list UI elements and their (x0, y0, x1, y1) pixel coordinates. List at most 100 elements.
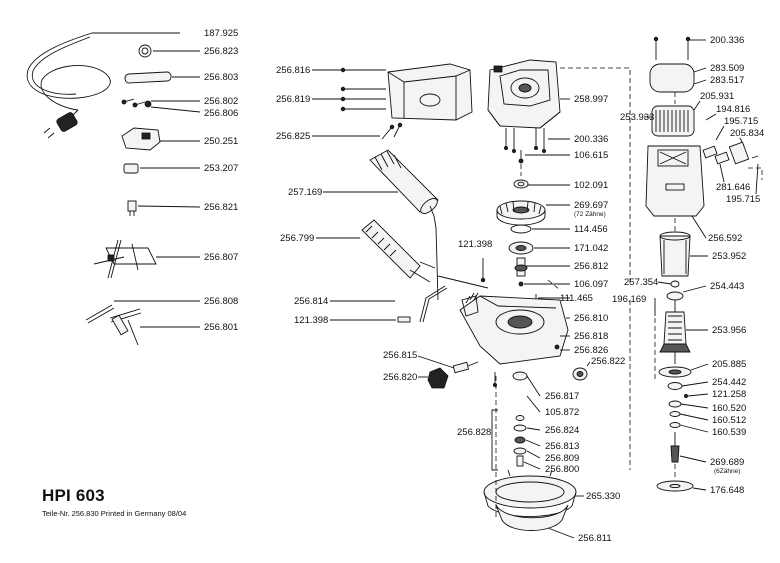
label-114-456: 114.456 (574, 224, 608, 235)
label-160-512: 160.512 (712, 415, 746, 426)
label-106-615: 106.615 (574, 150, 608, 161)
gear-housing (487, 59, 561, 129)
screws-pair (121, 98, 152, 108)
label-256-814: 256.814 (294, 296, 328, 307)
sleeve-part (124, 71, 172, 84)
bearing-257-354 (670, 280, 680, 288)
label-256-813: 256.813 (545, 441, 579, 452)
motor-cap-283-509 (649, 63, 695, 93)
wrench-set (93, 239, 157, 279)
label-200-336b: 200.336 (710, 35, 744, 46)
part-number-footer: Teile-Nr. 256.830 Printed in Germany 08/… (42, 509, 187, 518)
label-196-169: 196.169 (612, 294, 646, 305)
label-256-817: 256.817 (545, 391, 579, 402)
screw-256-826 (554, 344, 560, 350)
motor-housing-256-592 (645, 145, 705, 217)
bearing-254-443 (666, 291, 684, 301)
skirt-256-811 (495, 504, 569, 531)
ring-256-817 (512, 371, 528, 381)
label-253-933: 253.933 (620, 112, 654, 123)
label-200-336a: 200.336 (574, 134, 608, 145)
label-283-509: 283.509 (710, 63, 744, 74)
hood-265-330 (483, 469, 577, 517)
label-256-816: 256.816 (276, 65, 310, 76)
knob-256-820 (427, 367, 449, 389)
washer-160-539 (669, 422, 681, 428)
armature-253-956 (659, 300, 691, 364)
label-256-799: 256.799 (280, 233, 314, 244)
label-269-697: 269.697 (574, 200, 608, 211)
label-256-803: 256.803 (204, 72, 238, 83)
label-121-398a: 121.398 (294, 315, 328, 326)
label-105-872: 105.872 (545, 407, 579, 418)
label-160-539: 160.539 (712, 427, 746, 438)
label-176-648: 176.648 (710, 485, 744, 496)
label-106-097: 106.097 (574, 279, 608, 290)
label-171-042: 171.042 (574, 243, 608, 254)
ring-part (138, 44, 152, 58)
label-194-816: 194.816 (716, 104, 750, 115)
label-256-801: 256.801 (204, 322, 238, 333)
label-269-697-teeth: (72 Zähne) (574, 211, 606, 218)
label-102-091: 102.091 (574, 180, 608, 191)
label-256-807: 256.807 (204, 252, 238, 263)
label-111-465: 111.465 (560, 293, 593, 304)
knob-screw-256-815 (452, 361, 479, 374)
label-256-806: 256.806 (204, 108, 238, 119)
disc-176-648 (656, 480, 694, 492)
bearing-254-442 (667, 382, 683, 390)
housing-screws-200-336 (503, 128, 547, 153)
label-256-810: 256.810 (574, 313, 608, 324)
screw-121-258 (684, 393, 689, 398)
label-257-169: 257.169 (288, 187, 322, 198)
label-256-812: 256.812 (574, 261, 608, 272)
label-269-689-teeth: (6Zähne) (714, 468, 740, 475)
label-256-822: 256.822 (591, 356, 625, 367)
label-254-443: 254.443 (710, 281, 744, 292)
model-title: HPI 603 (42, 486, 105, 505)
label-269-689: 269.689 (710, 457, 744, 468)
capacitor-part (123, 163, 139, 174)
label-256-815: 256.815 (383, 350, 417, 361)
label-256-824: 256.824 (545, 425, 579, 436)
side-handle-body (387, 63, 473, 121)
spindle-256-812 (514, 257, 528, 277)
key-tool (109, 308, 142, 346)
label-121-258: 121.258 (712, 389, 746, 400)
handle-screws (340, 67, 386, 112)
label-205-931: 205.931 (700, 91, 734, 102)
label-256-800: 256.800 (545, 464, 579, 475)
label-121-398b: 121.398 (458, 239, 492, 250)
label-256-825: 256.825 (276, 131, 310, 142)
label-256-802: 256.802 (204, 96, 238, 107)
bracket-256-828 (491, 409, 498, 471)
label-281-646: 281.646 (716, 182, 750, 193)
label-256-818: 256.818 (574, 331, 608, 342)
label-256-592: 256.592 (708, 233, 742, 244)
label-254-442: 254.442 (712, 377, 746, 388)
lower-housing-256-810 (459, 292, 569, 365)
field-coil-253-933 (651, 105, 695, 137)
label-258-997: 258.997 (574, 94, 608, 105)
connector-part (127, 200, 137, 212)
hose-part (369, 149, 439, 301)
pinion-6-teeth (670, 432, 680, 463)
label-283-517: 283.517 (710, 75, 744, 86)
label-253-207: 253.207 (204, 163, 238, 174)
pin-part (85, 304, 113, 321)
label-256-819: 256.819 (276, 94, 310, 105)
label-187-925: 187.925 (204, 28, 238, 39)
label-195-715a: 195.715 (724, 116, 758, 127)
screw-106-097 (518, 281, 524, 287)
ring-114-456 (510, 224, 532, 234)
label-256-823: 256.823 (204, 46, 238, 57)
label-253-956: 253.956 (712, 325, 746, 336)
label-256-811: 256.811 (578, 533, 612, 544)
washer-160-520 (668, 400, 682, 408)
label-256-820: 256.820 (383, 372, 417, 383)
extraction-adapter (361, 219, 436, 283)
washer-160-512 (669, 411, 681, 417)
label-256-826: 256.826 (574, 345, 608, 356)
